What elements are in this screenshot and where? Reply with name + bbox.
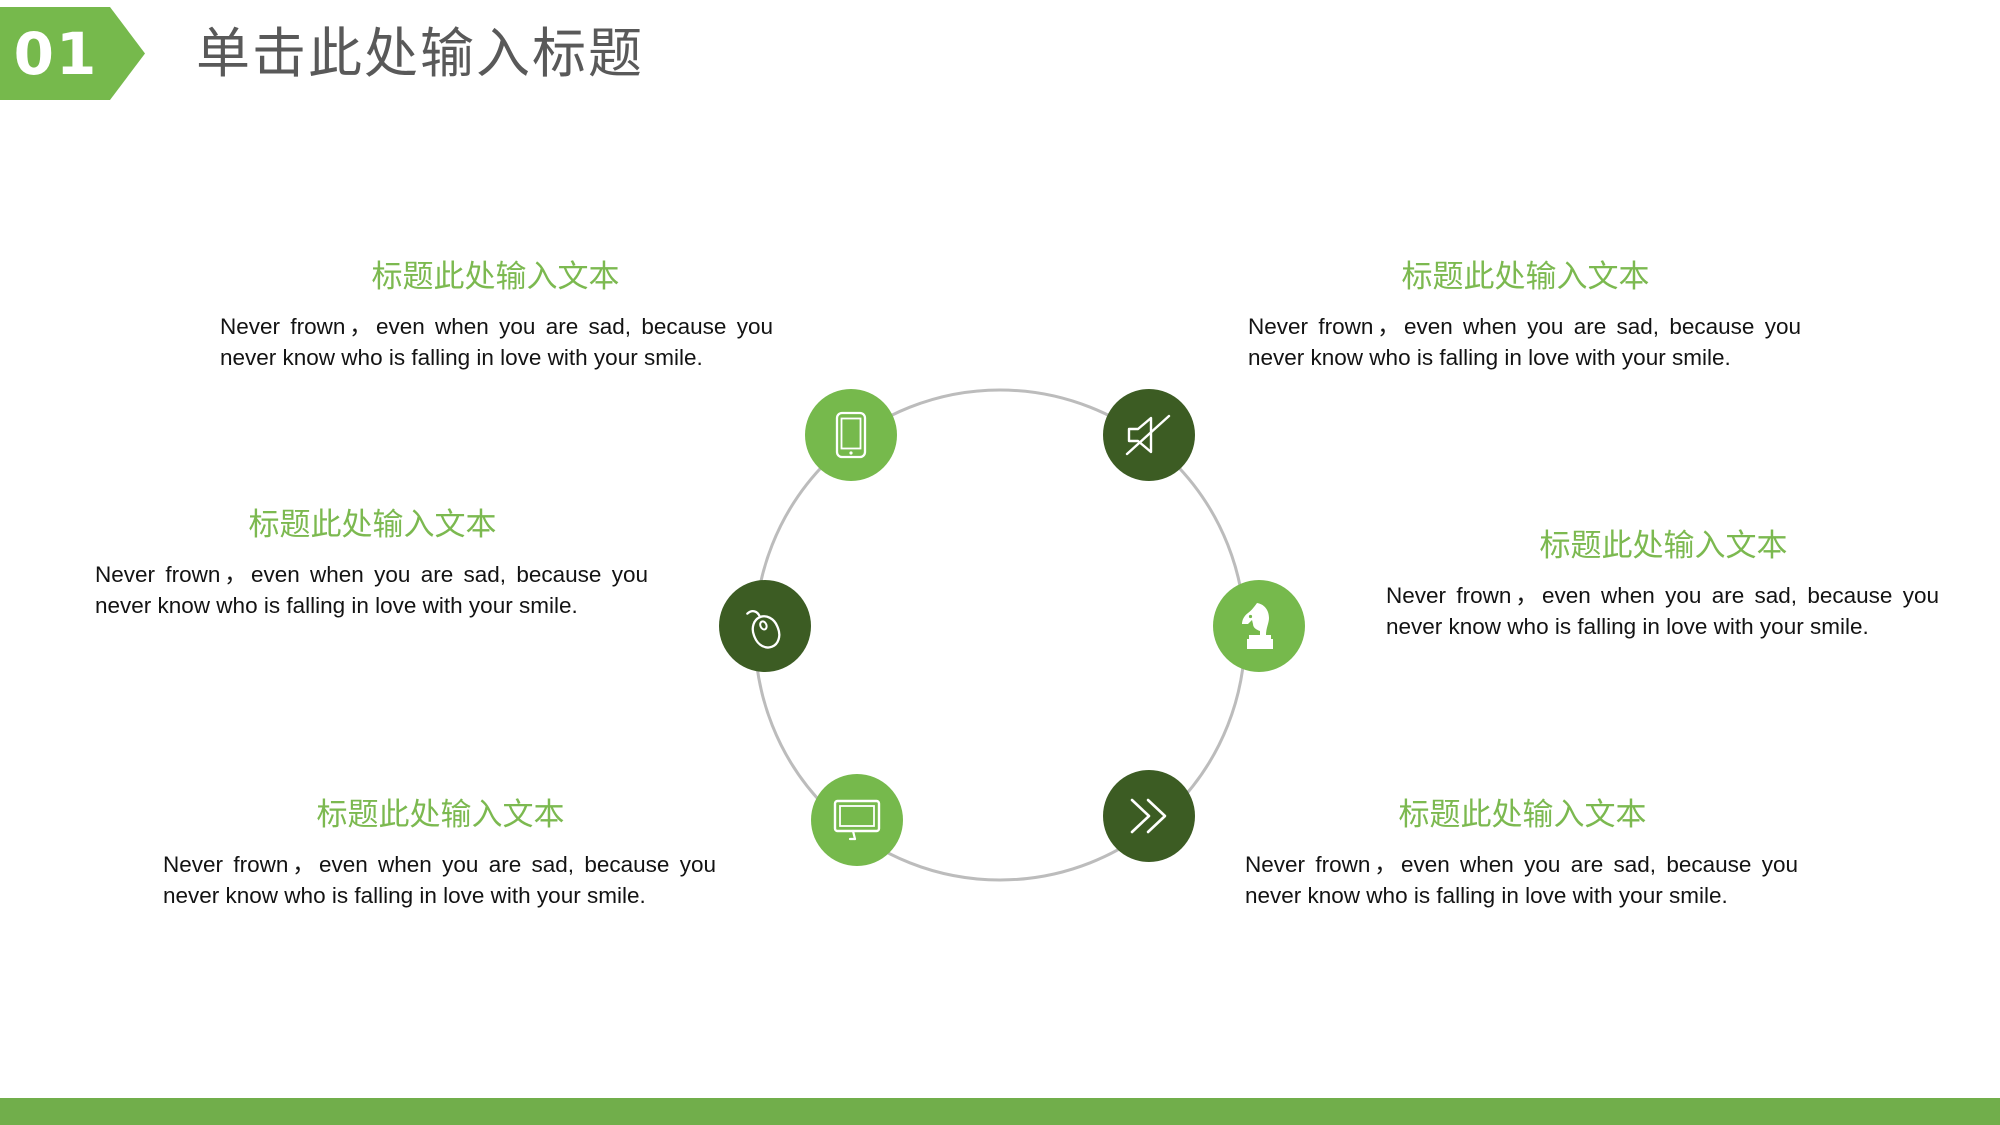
content-block-body: Never frown，even when you are sad, becau… bbox=[95, 561, 648, 618]
content-block-title: 标题此处输入文本 bbox=[1401, 259, 1650, 294]
chess-knight-icon bbox=[1236, 601, 1282, 651]
content-block-4: 标题此处输入文本 Never frown，even when you are s… bbox=[1248, 258, 1803, 373]
content-block-3: 标题此处输入文本 Never frown，even when you are s… bbox=[163, 796, 718, 911]
node-mute[interactable] bbox=[1103, 389, 1195, 481]
content-block-1: 标题此处输入文本 Never frown，even when you are s… bbox=[218, 258, 773, 373]
content-block-body: Never frown，even when you are sad, becau… bbox=[1248, 313, 1801, 370]
content-block-title: 标题此处输入文本 bbox=[316, 797, 565, 832]
content-block-body: Never frown，even when you are sad, becau… bbox=[1386, 582, 1939, 639]
speaker-mute-icon bbox=[1124, 412, 1174, 458]
content-block-body: Never frown，even when you are sad, becau… bbox=[1245, 851, 1798, 908]
node-mouse[interactable] bbox=[719, 580, 811, 672]
section-number-text: 01 bbox=[13, 19, 99, 88]
node-fast-forward[interactable] bbox=[1103, 770, 1195, 862]
node-knight[interactable] bbox=[1213, 580, 1305, 672]
footer-accent-bar bbox=[0, 1098, 2000, 1125]
content-block-body: Never frown，even when you are sad, becau… bbox=[220, 313, 773, 370]
computer-mouse-icon bbox=[740, 602, 790, 650]
tablet-icon bbox=[831, 411, 871, 459]
content-block-6: 标题此处输入文本 Never frown，even when you are s… bbox=[1245, 796, 1800, 911]
node-tablet[interactable] bbox=[805, 389, 897, 481]
monitor-icon bbox=[831, 797, 883, 843]
content-block-5: 标题此处输入文本 Never frown，even when you are s… bbox=[1386, 527, 1941, 642]
node-monitor[interactable] bbox=[811, 774, 903, 866]
page-title: 单击此处输入标题 bbox=[196, 24, 644, 84]
content-block-title: 标题此处输入文本 bbox=[371, 259, 620, 294]
content-block-body: Never frown，even when you are sad, becau… bbox=[163, 851, 716, 908]
double-chevron-right-icon bbox=[1124, 795, 1174, 837]
section-number-badge bbox=[0, 7, 145, 100]
content-block-title: 标题此处输入文本 bbox=[1539, 528, 1788, 563]
content-block-title: 标题此处输入文本 bbox=[1398, 797, 1647, 832]
content-block-2: 标题此处输入文本 Never frown，even when you are s… bbox=[95, 506, 650, 621]
content-block-title: 标题此处输入文本 bbox=[248, 507, 497, 542]
